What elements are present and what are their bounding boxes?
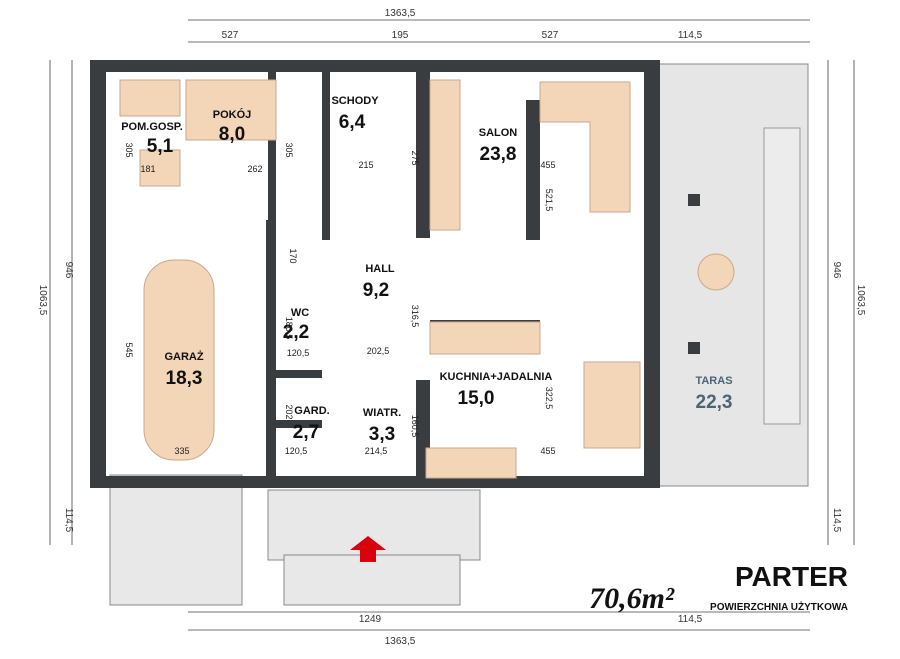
dim-bottom-mid: 1249	[359, 614, 382, 625]
room-wiatr-name: WIATR.	[363, 407, 401, 419]
dim-left-total: 1063,5	[37, 285, 48, 316]
bottom-dimensions: 1363,5 1249 114,5	[359, 614, 703, 647]
room-gosp-area: 5,1	[147, 136, 174, 157]
room-labels: POKÓJ 8,0 POM.GOSP. 5,1 SCHODY 6,4 SALON…	[121, 95, 732, 445]
dim-gosp-w: 181	[140, 164, 155, 174]
floor-title: PARTER	[735, 561, 848, 592]
room-gard-area: 2,7	[293, 422, 319, 443]
room-taras-name: TARAS	[695, 375, 732, 387]
room-pokoj-name: POKÓJ	[213, 108, 252, 121]
room-pokoj-area: 8,0	[219, 124, 245, 145]
room-salon-area: 23,8	[480, 144, 517, 165]
dimension-lines	[49, 19, 855, 631]
entrance-arrow-icon	[350, 536, 386, 562]
dim-hall-side: 316,5	[410, 305, 420, 328]
room-schody-name: SCHODY	[331, 95, 379, 107]
room-kuchnia-name: KUCHNIA+JADALNIA	[440, 371, 553, 383]
room-hall-area: 9,2	[363, 280, 389, 301]
side-dimensions: 1063,5 946 114,5 1063,5 946 114,5	[37, 262, 866, 533]
dim-wc-h: 180,5	[284, 317, 294, 340]
room-salon-name: SALON	[479, 127, 518, 139]
dim-pokoj-h: 305	[284, 142, 294, 157]
dim-gosp-h: 305	[124, 142, 134, 157]
dim-top-right: 527	[542, 30, 559, 41]
dim-top-mid: 195	[392, 30, 409, 41]
dim-salon-w: 455	[540, 160, 555, 170]
furniture	[119, 79, 641, 479]
dim-wc-w: 120,5	[287, 348, 310, 358]
dim-kuchnia-h: 322,5	[544, 387, 554, 410]
dim-gard-w: 120,5	[285, 446, 308, 456]
terrace	[657, 63, 809, 487]
dim-right-total: 1063,5	[855, 285, 866, 316]
dim-wiatr-h: 160,5	[410, 415, 420, 438]
room-kuchnia-area: 15,0	[458, 388, 495, 409]
room-taras-area: 22,3	[696, 392, 733, 413]
dim-gard-h: 202	[284, 404, 294, 419]
floor-subtitle: POWIERZCHNIA UŻYTKOWA	[710, 600, 848, 613]
dim-top-left: 527	[222, 30, 239, 41]
room-wiatr-area: 3,3	[369, 424, 395, 445]
dim-bottom-extra: 114,5	[678, 614, 703, 625]
dim-top-total: 1363,5	[385, 8, 416, 19]
dim-hall-h: 170	[288, 248, 298, 263]
room-wc-area: 2,2	[283, 322, 309, 343]
dim-pokoj-w: 262	[247, 164, 262, 174]
dim-top-extra: 114,5	[678, 30, 703, 41]
room-wc-name: WC	[291, 307, 309, 319]
dim-bottom-total: 1363,5	[385, 636, 416, 647]
dim-salon-h: 521,5	[544, 189, 554, 212]
dim-right-main: 946	[831, 262, 842, 279]
dim-garaz-w: 335	[174, 446, 189, 456]
room-garaz-area: 18,3	[166, 368, 203, 389]
room-gosp-name: POM.GOSP.	[121, 121, 183, 133]
room-hall-name: HALL	[365, 263, 395, 275]
dim-schody-w: 215	[358, 160, 373, 170]
room-schody-area: 6,4	[339, 112, 366, 133]
dim-right-extra: 114,5	[831, 508, 842, 533]
floor-area: 70,6m²	[589, 582, 675, 615]
dim-left-extra: 114,5	[63, 508, 74, 533]
dim-hall-w: 202,5	[367, 346, 390, 356]
dim-kuchnia-w: 455	[540, 446, 555, 456]
dim-left-main: 946	[63, 262, 74, 279]
dim-garaz-h: 545	[124, 342, 134, 357]
room-garaz-name: GARAŻ	[164, 350, 203, 363]
inner-dimensions: 262 305 181 305 215 275 455 521,5 170 20…	[124, 142, 556, 456]
top-dimensions: 1363,5 527 195 527 114,5	[222, 8, 703, 41]
dim-schody-h: 275	[410, 150, 420, 165]
title-block: PARTER POWIERZCHNIA UŻYTKOWA 70,6m²	[589, 561, 848, 615]
dim-wiatr-w: 214,5	[365, 446, 388, 456]
room-gard-name: GARD.	[294, 405, 329, 417]
